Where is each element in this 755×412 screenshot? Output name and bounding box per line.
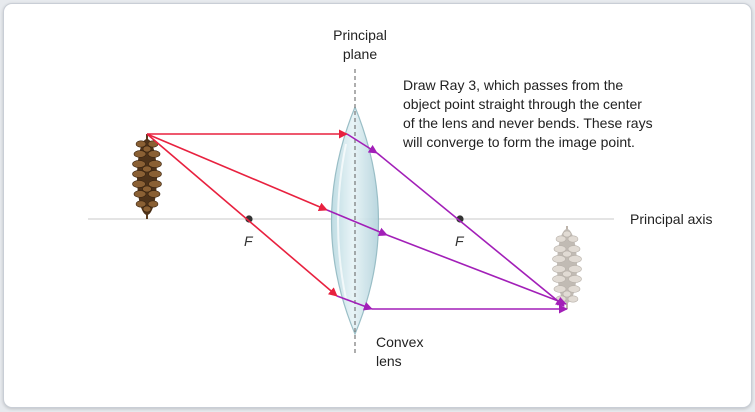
ray-3-refracted-cont <box>386 234 567 306</box>
caption-line: object point straight through the center <box>403 96 642 112</box>
lens-highlight <box>337 143 347 300</box>
focal-point-right-label: F <box>455 233 464 249</box>
caption-line: Draw Ray 3, which passes from the <box>403 77 624 93</box>
focal-point-right <box>456 215 464 223</box>
ray-1-refracted-cont <box>376 152 565 307</box>
ray-1-refracted <box>346 133 378 154</box>
ray-3-through-lens <box>326 209 388 237</box>
caption-line: of the lens and never bends. These rays <box>403 115 653 131</box>
caption-text: Draw Ray 3, which passes from the object… <box>403 76 653 152</box>
convex-lens-label-line1: Convex <box>376 334 424 350</box>
convex-lens-label-line2: lens <box>376 353 402 369</box>
image-pine-cone-icon <box>552 226 582 309</box>
principal-plane-label-line2: plane <box>342 46 378 62</box>
ray-2-refracted <box>336 295 373 311</box>
ray-diagram <box>88 69 614 356</box>
focal-point-left <box>245 215 253 223</box>
diagram-card: Principal plane Draw Ray 3, which passes… <box>3 3 752 408</box>
ray-2-incident <box>146 133 338 297</box>
caption-line: will converge to form the image point. <box>403 134 635 150</box>
principal-axis-label: Principal axis <box>630 211 713 227</box>
ray-3-incident <box>146 133 328 211</box>
principal-plane-label-line1: Principal <box>333 27 387 43</box>
principal-plane-label: Principal plane <box>328 26 392 64</box>
object-pine-cone-icon <box>132 134 162 219</box>
focal-point-left-label: F <box>244 233 253 249</box>
convex-lens-label: Convex lens <box>376 333 423 371</box>
